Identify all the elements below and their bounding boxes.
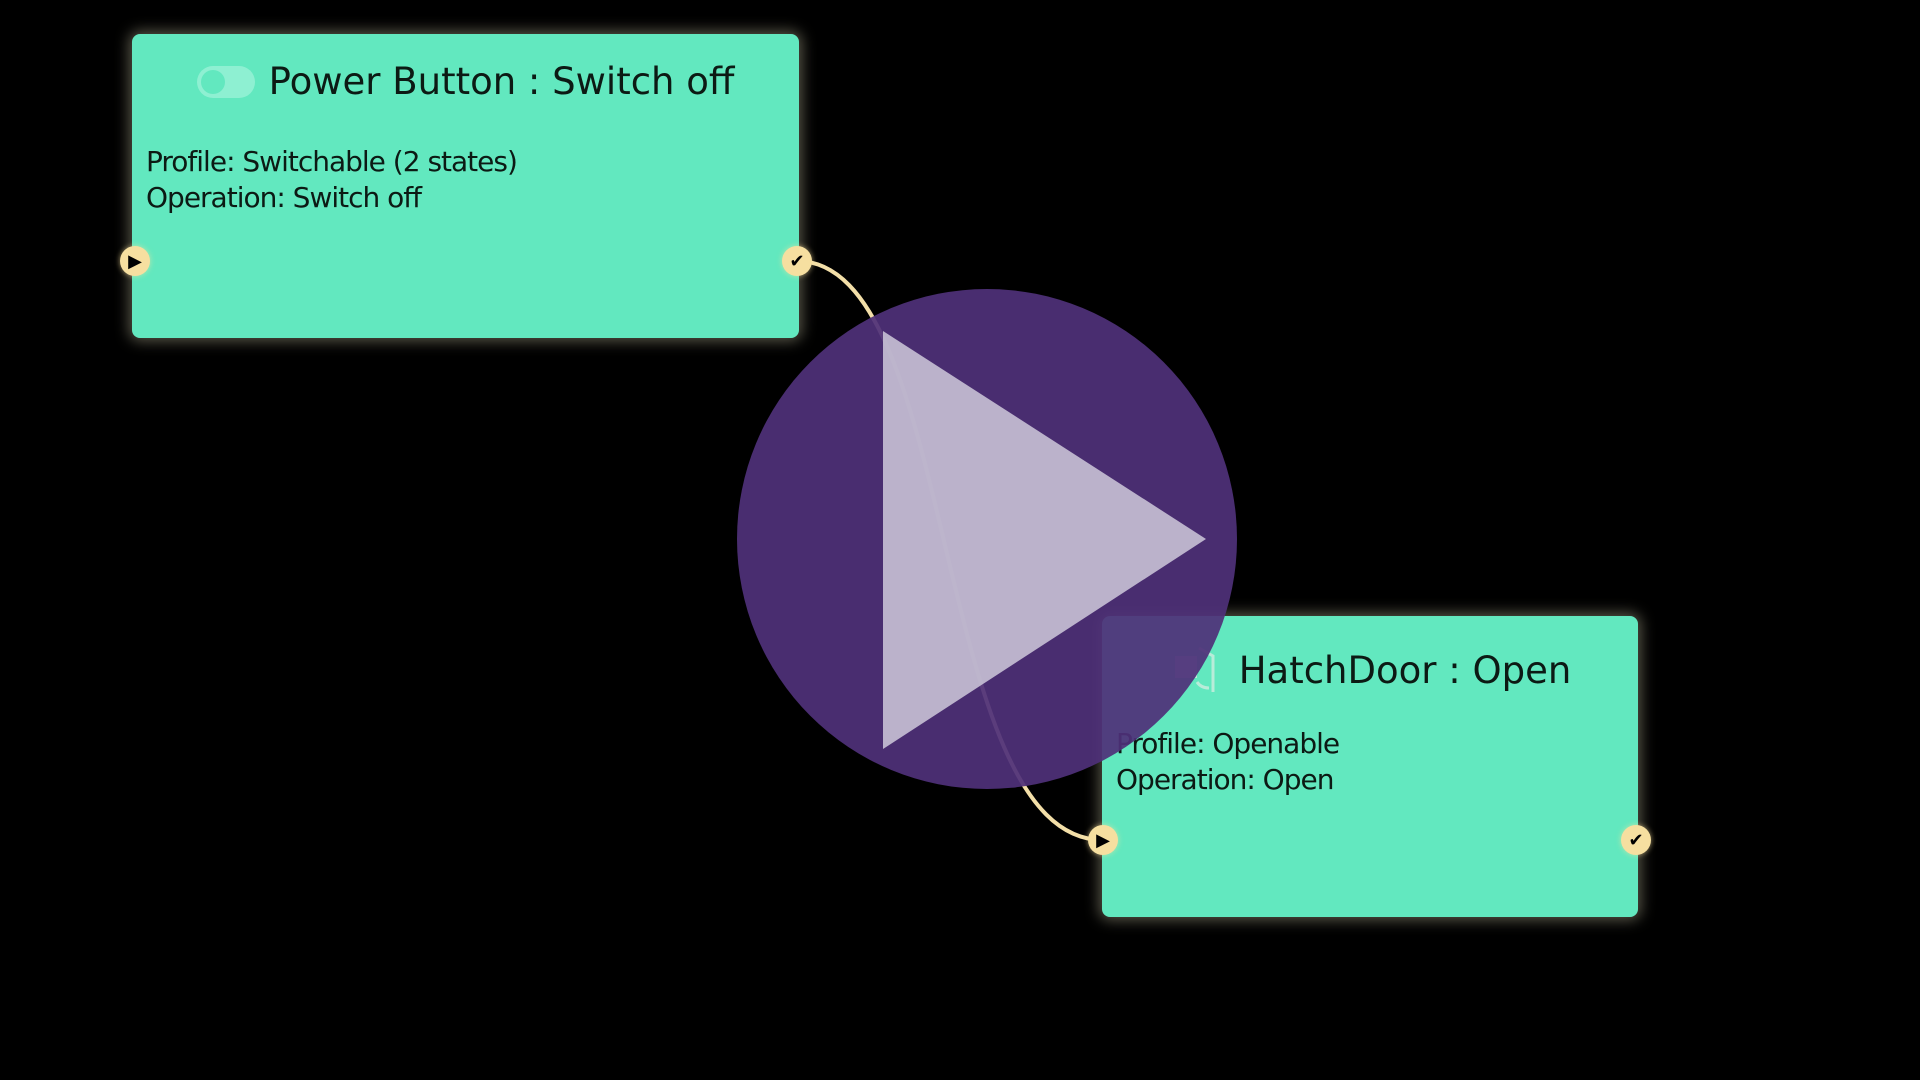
node-title: HatchDoor : Open <box>1102 642 1638 698</box>
node-power-button[interactable]: Power Button : Switch off Profile: Switc… <box>132 34 799 338</box>
input-port-play-icon[interactable]: ▶ <box>120 246 150 276</box>
node-operation: Operation: Open <box>1116 763 1334 796</box>
node-title-text: Power Button : Switch off <box>268 60 735 103</box>
output-port-check-icon[interactable]: ✔ <box>1621 825 1651 855</box>
play-icon <box>883 331 1206 749</box>
node-profile: Profile: Switchable (2 states) <box>146 145 518 178</box>
input-port-play-icon[interactable]: ▶ <box>1088 825 1118 855</box>
toggle-switch-icon <box>196 65 255 98</box>
node-profile: Profile: Openable <box>1116 727 1340 760</box>
node-details: Profile: Openable Operation: Open <box>1116 726 1340 798</box>
node-title-text: HatchDoor : Open <box>1238 648 1572 692</box>
node-title: Power Button : Switch off <box>132 60 799 103</box>
node-details: Profile: Switchable (2 states) Operation… <box>146 144 518 216</box>
output-port-check-icon[interactable]: ✔ <box>782 246 812 276</box>
node-operation: Operation: Switch off <box>146 181 422 214</box>
